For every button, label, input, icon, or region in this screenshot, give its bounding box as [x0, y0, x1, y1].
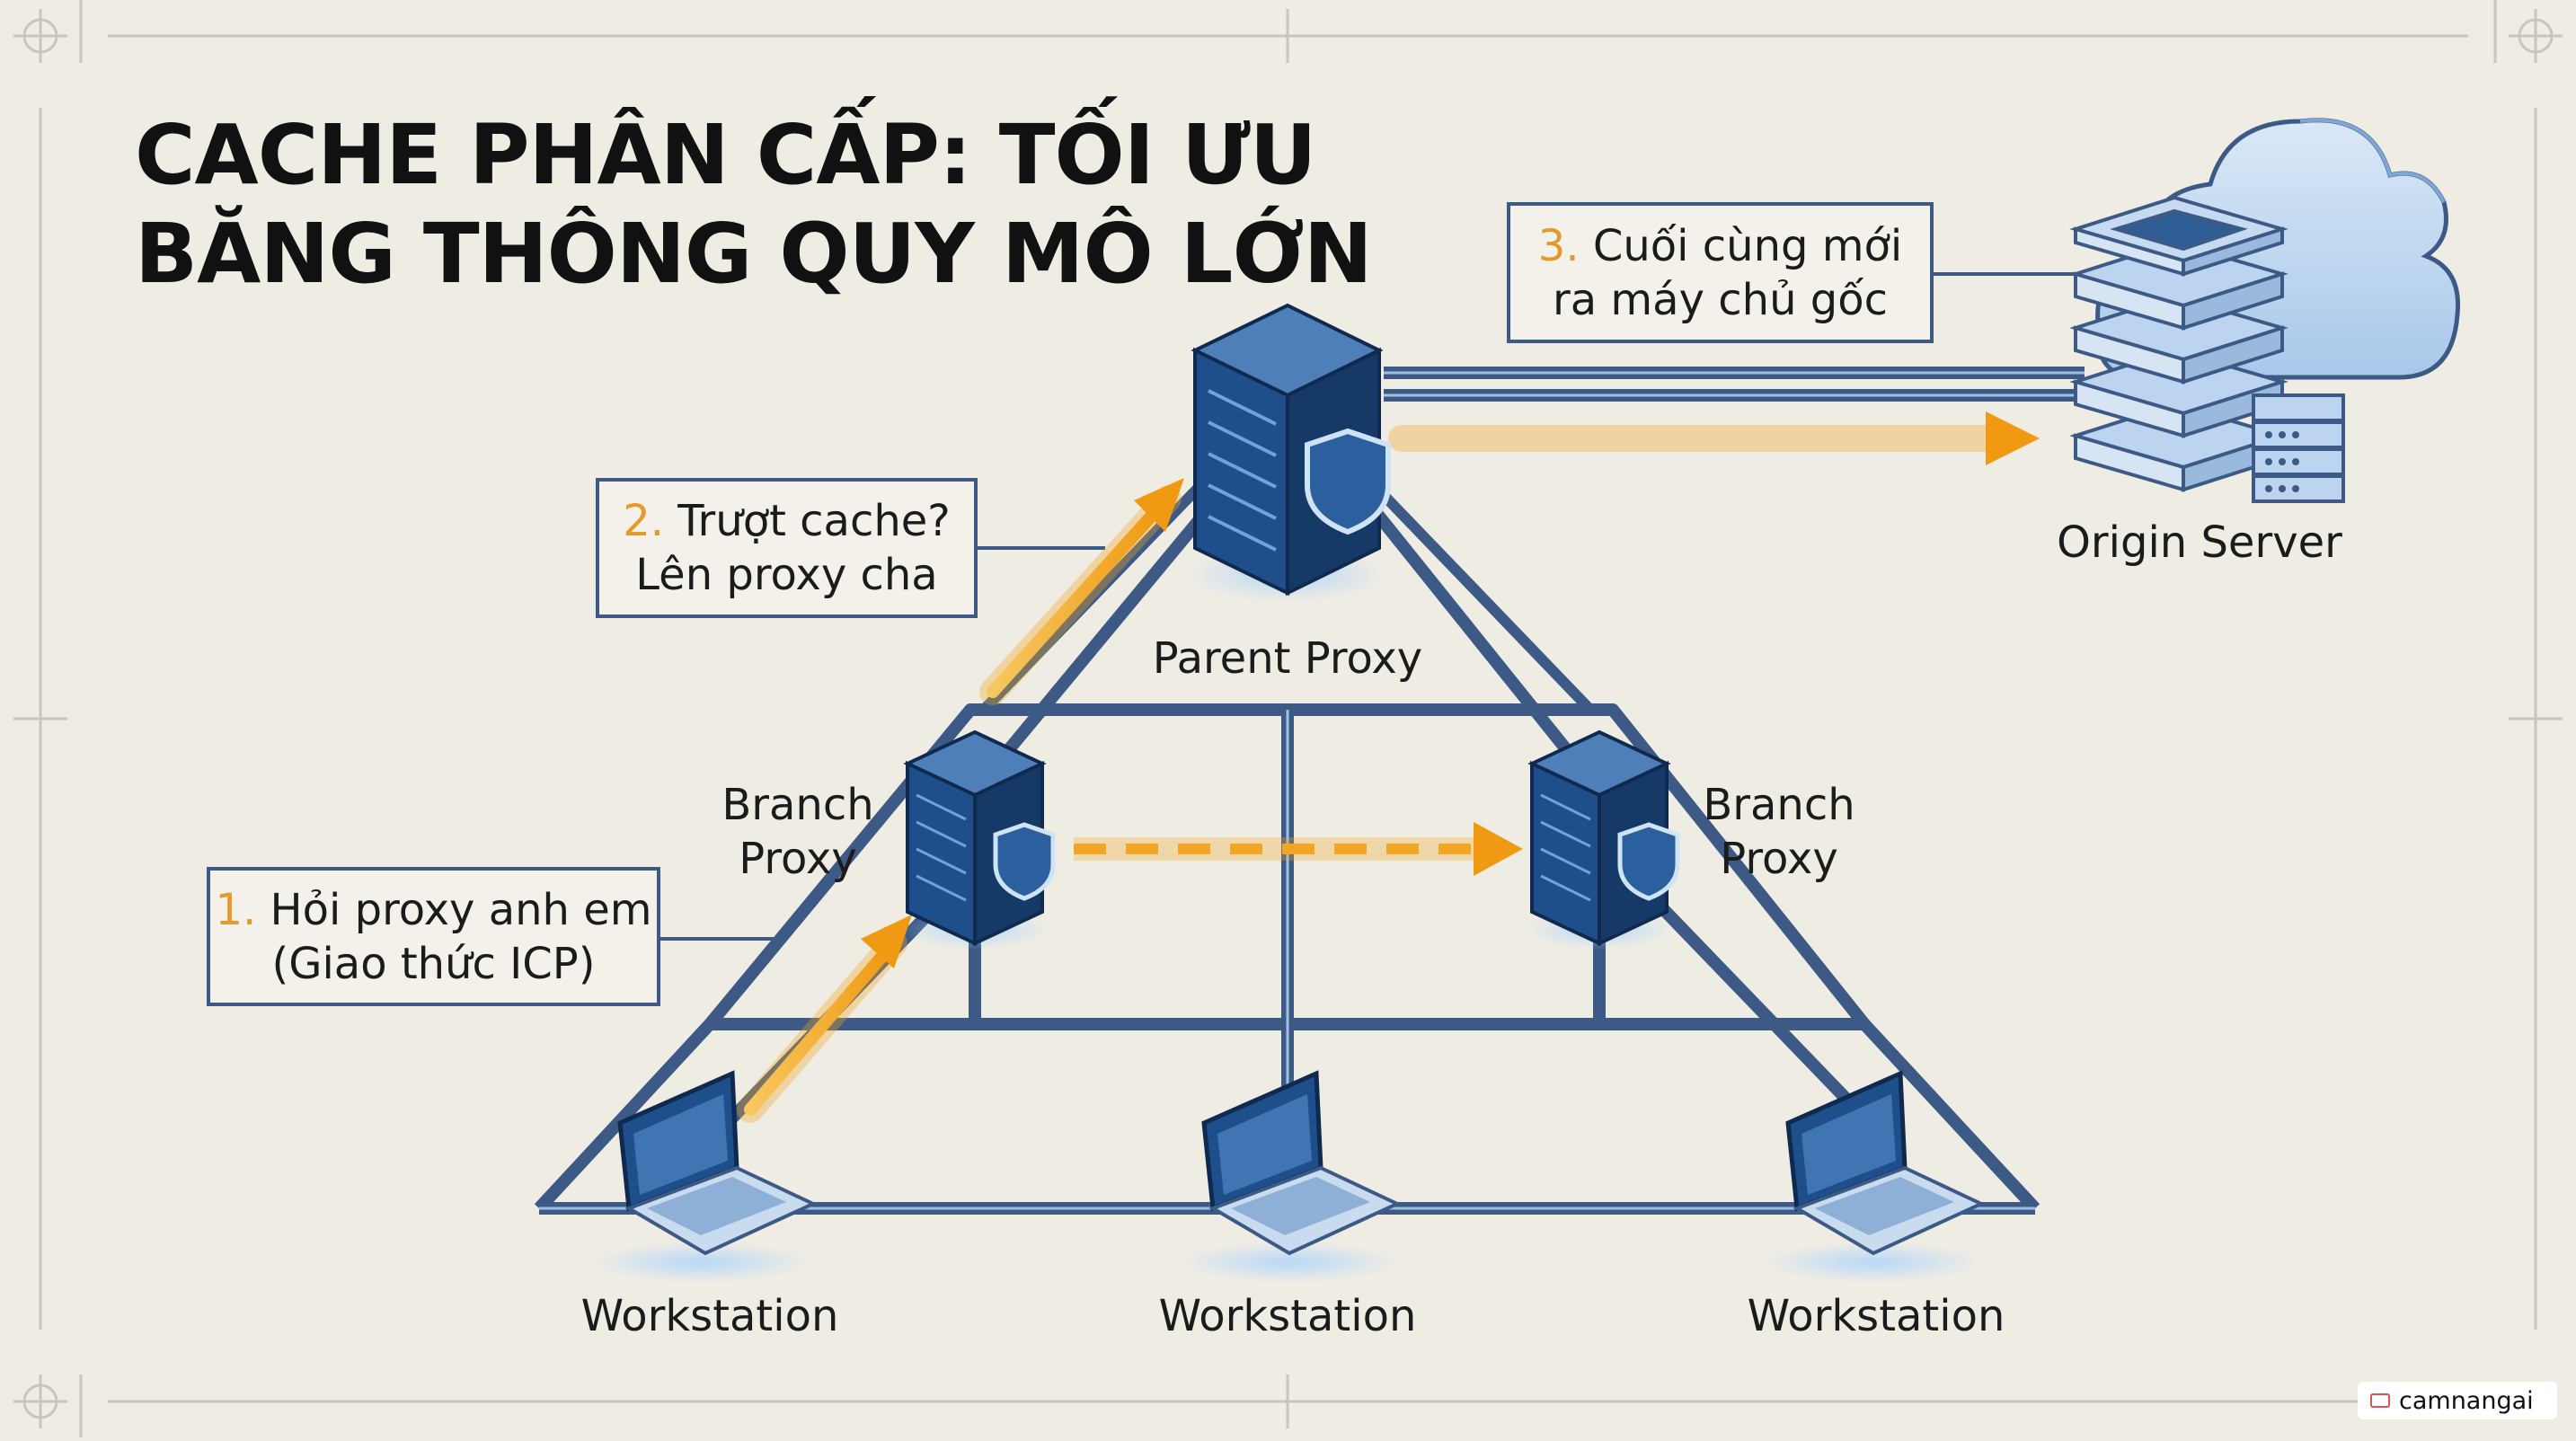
book-icon	[2370, 1393, 2390, 1408]
flow-arrow-to-parent	[979, 478, 1184, 705]
branch-proxy-right-label: Branch Proxy	[1703, 780, 1855, 884]
workstation-center-label: Workstation	[1158, 1291, 1417, 1341]
watermark-badge: camnangai	[2358, 1382, 2557, 1419]
callout-text: Trượt cache?	[677, 496, 951, 546]
laptop-icon	[1182, 1070, 1402, 1282]
crosshair-icon	[13, 9, 67, 63]
callout-leaders	[659, 272, 2080, 941]
workstation-left-label: Workstation	[580, 1291, 839, 1341]
callout-text: Cuối cùng mới	[1592, 220, 1903, 271]
watermark-text: camnangai	[2399, 1386, 2534, 1415]
step-number: 1.	[215, 884, 257, 935]
parent-proxy-server-icon	[1189, 303, 1391, 602]
title-line-1: CACHE PHÂN CẤP: TỐI ƯU	[135, 107, 1317, 203]
callout-step-2: 2. Trượt cache? Lên proxy cha	[596, 478, 978, 618]
origin-server-cloud-icon	[2069, 118, 2461, 503]
origin-server-label: Origin Server	[2057, 517, 2342, 568]
branch-proxy-server-icon	[1527, 729, 1680, 950]
crosshair-icon	[13, 1375, 67, 1428]
callout-text: ra máy chủ gốc	[1553, 274, 1888, 325]
parent-proxy-label: Parent Proxy	[1152, 633, 1423, 684]
flow-arrow-to-origin	[1388, 411, 2040, 465]
flow-arrow-icmp	[737, 915, 912, 1123]
branch-proxy-server-icon	[903, 729, 1056, 950]
crosshair-icon	[2509, 9, 2563, 63]
callout-step-1: 1. Hỏi proxy anh em (Giao thức ICP)	[207, 867, 660, 1006]
callout-text: Hỏi proxy anh em	[270, 884, 652, 935]
callout-text: Lên proxy cha	[635, 550, 938, 600]
callout-text: (Giao thức ICP)	[271, 938, 596, 989]
crop-marks	[13, 0, 2563, 1437]
title-line-2: BĂNG THÔNG QUY MÔ LỚN	[135, 206, 1373, 302]
callout-step-3: 3. Cuối cùng mới ra máy chủ gốc	[1507, 202, 1934, 343]
flow-arrow-sibling-dashed	[1074, 822, 1523, 876]
laptop-icon	[1766, 1070, 1986, 1282]
laptop-icon	[593, 1070, 818, 1282]
page-title: CACHE PHÂN CẤP: TỐI ƯU BĂNG THÔNG QUY MÔ…	[135, 106, 1373, 304]
workstation-right-label: Workstation	[1747, 1291, 2005, 1341]
step-number: 2.	[623, 496, 665, 546]
step-number: 3.	[1537, 220, 1580, 271]
branch-proxy-left-label: Branch Proxy	[721, 780, 874, 884]
